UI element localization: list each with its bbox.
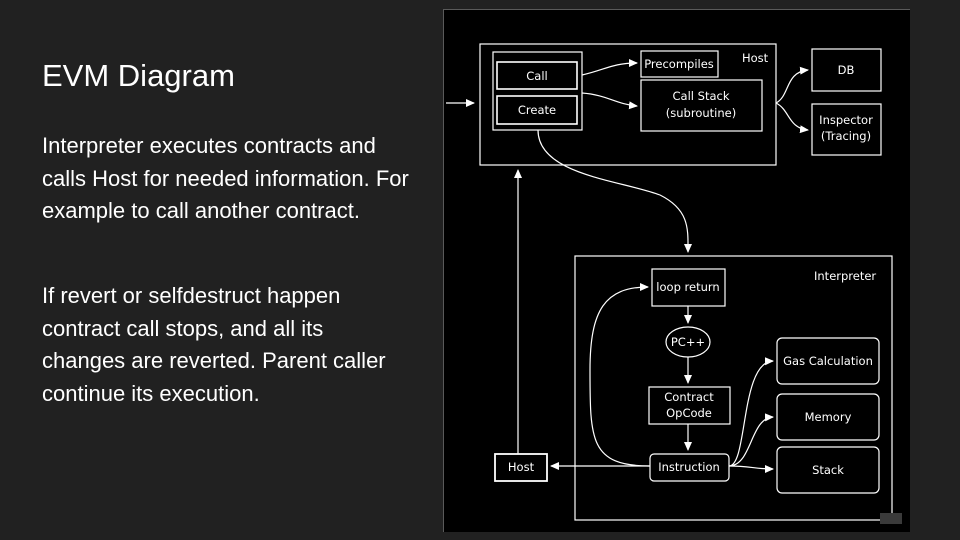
instruction-box xyxy=(649,453,730,482)
interpreter-container xyxy=(574,255,893,521)
instruction-to-memory-arrow xyxy=(728,413,774,467)
call-stack-label-2: (subroutine) xyxy=(666,106,736,120)
corner-mark xyxy=(880,513,902,524)
host-to-db-arrow xyxy=(775,66,809,104)
memory-box xyxy=(776,393,880,441)
contract-opcode-label-2: OpCode xyxy=(666,406,712,420)
call-create-group xyxy=(492,51,583,131)
host-container xyxy=(479,43,777,166)
inspector-box xyxy=(811,103,882,156)
contract-opcode-label-1: Contract xyxy=(664,390,714,404)
instruction-loop-back-arrow xyxy=(589,283,651,467)
interpreter-container-label: Interpreter xyxy=(814,269,876,283)
db-label: DB xyxy=(838,63,855,77)
call-to-precompiles-arrow xyxy=(581,59,638,76)
loop-return-label: loop return xyxy=(656,280,719,294)
host-container-label: Host xyxy=(742,51,769,65)
gas-calculation-label: Gas Calculation xyxy=(783,354,873,368)
gas-calculation-box xyxy=(776,337,880,385)
description-paragraph-1: Interpreter executes contracts and calls… xyxy=(42,133,409,223)
stack-label: Stack xyxy=(812,463,844,477)
inspector-label-1: Inspector xyxy=(819,113,873,127)
call-box xyxy=(496,61,578,90)
call-stack-box xyxy=(640,79,763,132)
precompiles-label: Precompiles xyxy=(644,57,714,71)
description-paragraph-2: If revert or selfdestruct happen contrac… xyxy=(42,283,386,406)
create-label: Create xyxy=(518,103,556,117)
call-label: Call xyxy=(526,69,547,83)
host-box-label: Host xyxy=(508,460,535,474)
precompiles-box xyxy=(640,50,719,78)
memory-label: Memory xyxy=(805,410,852,424)
call-stack-label-1: Call Stack xyxy=(673,89,730,103)
instruction-to-stack-arrow xyxy=(728,464,774,473)
stack-box xyxy=(776,446,880,494)
create-to-interpreter-arrow xyxy=(537,129,693,253)
host-box xyxy=(494,453,548,482)
create-to-call-stack-arrow xyxy=(581,92,638,110)
slide-title: EVM Diagram xyxy=(42,58,235,93)
create-box xyxy=(496,95,578,125)
instruction-to-gas-arrow xyxy=(728,357,774,467)
contract-opcode-box xyxy=(648,386,731,425)
host-to-inspector-arrow xyxy=(775,102,809,134)
inspector-label-2: (Tracing) xyxy=(821,129,871,143)
instruction-label: Instruction xyxy=(658,460,720,474)
pc-label: PC++ xyxy=(671,335,705,349)
db-box xyxy=(811,48,882,92)
